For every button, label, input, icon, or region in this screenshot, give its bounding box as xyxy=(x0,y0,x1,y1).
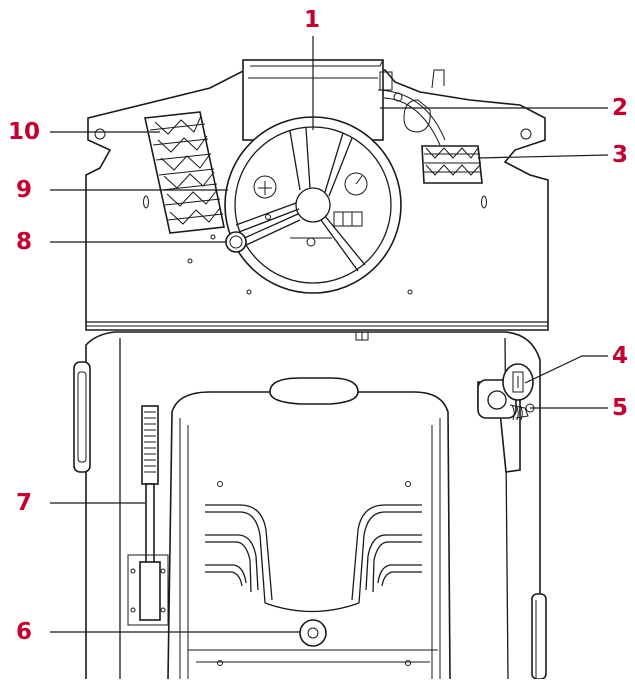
callout-3: 3 xyxy=(612,142,629,168)
operator-seat xyxy=(167,377,451,680)
callout-7: 7 xyxy=(16,490,33,516)
accelerator-pedal xyxy=(421,145,483,184)
ignition-switch xyxy=(477,363,535,473)
callout-10: 10 xyxy=(8,119,41,145)
callout-2: 2 xyxy=(612,95,629,121)
callout-4: 4 xyxy=(612,343,629,369)
hand-lever xyxy=(127,405,169,626)
leader-lines xyxy=(50,36,609,633)
callout-5: 5 xyxy=(612,395,629,421)
callout-8: 8 xyxy=(16,229,33,255)
callout-6: 6 xyxy=(16,619,33,645)
steering-wheel xyxy=(224,116,402,294)
callout-9: 9 xyxy=(16,177,33,203)
brake-pedal xyxy=(144,111,225,234)
callout-1: 1 xyxy=(304,7,321,33)
